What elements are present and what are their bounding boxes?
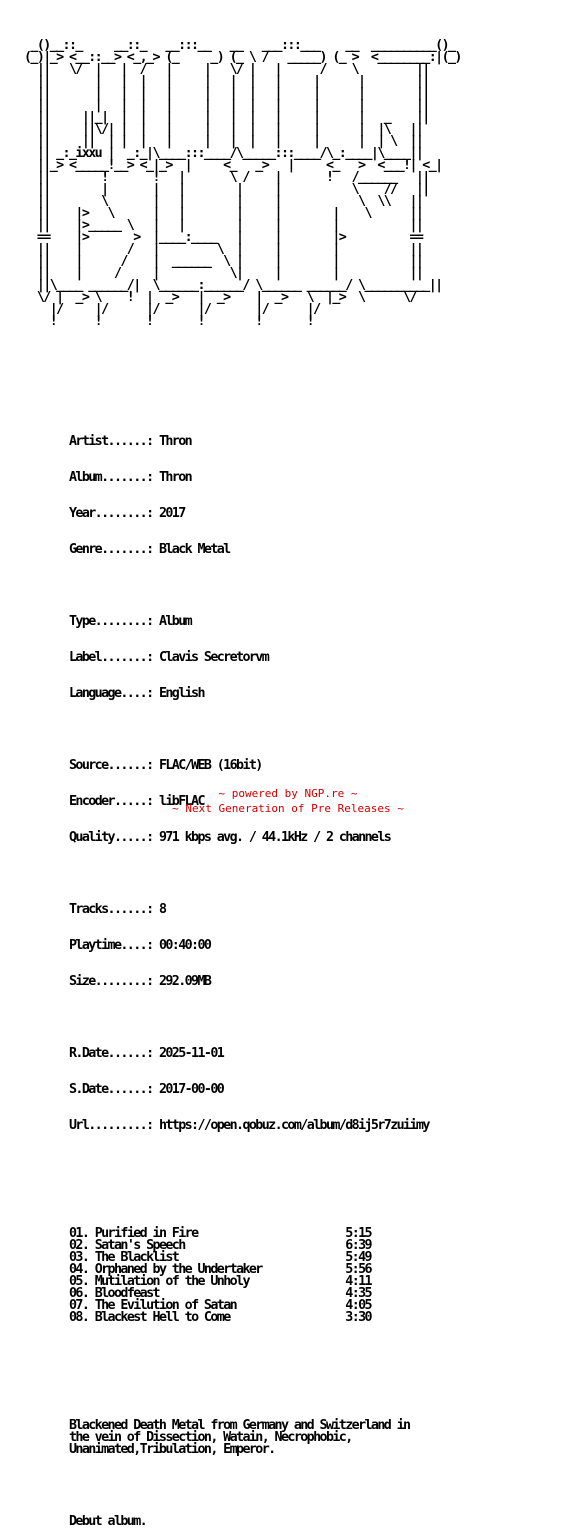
- ascii-art-line: || | / | ______ \ | | | ||: [24, 254, 424, 269]
- description-line: Unanimated,Tribulation, Emperor.: [68, 1442, 276, 1457]
- ascii-art-line: (_)|_> <__::__> <_,_> (_ _) (_ \ / _____…: [24, 50, 462, 65]
- nfo-document: _()__::_ __::_ __:::__ __ ___:::___ __ _…: [24, 16, 462, 1540]
- ascii-art-line: || _:_ixxu | _:_|\____:::____/\_____:::_…: [24, 146, 424, 161]
- tracks-value: 8: [158, 902, 167, 917]
- artist-value: Thron: [158, 434, 193, 449]
- size-value: 292.09MB: [158, 974, 212, 989]
- track-row: 05. Mutilation of the Unholy 4:11: [24, 1275, 461, 1288]
- info-row-release-date: R.Date......: 2025-11-01: [68, 1046, 225, 1061]
- label-value: Clavis Secretorvm: [158, 650, 270, 665]
- ascii-art-line: || | | | | | | | | | | ||: [24, 86, 430, 101]
- ascii-art-line: || | / | \| | | ||: [24, 266, 424, 281]
- info-row-tracks: Tracks......: 8: [68, 902, 167, 917]
- ascii-art-line: == |> > |____:____ | | |> ==: [24, 230, 424, 245]
- ascii-art-line: || | | | | | \ // ||: [24, 182, 430, 197]
- playtime-value: 00:40:00: [158, 938, 212, 953]
- ascii-art-line: || \ | | | | \ \\ ||: [24, 194, 424, 209]
- quality-value: 971 kbps avg. / 44.1kHz / 2 channels: [158, 830, 392, 845]
- footer-tagline: ~ Next Generation of Pre Releases ~: [172, 802, 404, 815]
- ascii-art-line: || || | | | | | | | | | | | \ ||: [24, 134, 424, 149]
- year-value: 2017: [158, 506, 186, 521]
- info-row-street-date: S.Date......: 2017-00-00: [68, 1082, 225, 1097]
- ascii-art-line: || | | | | | | | | | | ||: [24, 98, 430, 113]
- track-row: 01. Purified in Fire 5:15: [24, 1227, 461, 1240]
- ascii-art-line: || | | | | | | | | | | ||: [24, 74, 430, 89]
- track-row: 06. Bloodfeast 4:35: [24, 1287, 461, 1300]
- info-row-type: Type........: Album: [68, 614, 193, 629]
- track-row: 08. Blackest Hell to Come 3:30: [24, 1310, 461, 1325]
- info-row-size: Size........: 292.09MB: [68, 974, 212, 989]
- ascii-logo: _()__::_ __::_ __:::__ __ ___:::___ __ _…: [24, 38, 462, 329]
- url-value: https://open.qobuz.com/album/d8ij5r7zuii…: [158, 1118, 430, 1133]
- ascii-art-line: || |>_____ \ | | | | | ||: [24, 218, 424, 233]
- source-value: FLAC/WEB (16bit): [158, 758, 263, 773]
- album-value: Thron: [158, 470, 193, 485]
- ascii-art-line: || ||_| | | | | | | | | | _ ||: [24, 110, 430, 125]
- info-row-year: Year........: 2017: [68, 506, 186, 521]
- info-row-genre: Genre.......: Black Metal: [68, 542, 231, 557]
- ascii-art-line: ||\____ ______/| \______:______/ \______…: [24, 278, 443, 293]
- track-number: 08.: [68, 1310, 90, 1325]
- ascii-art-line: ! ! ! ! ! !: [24, 314, 315, 329]
- tracklist: 01. Purified in Fire 5:15 02. Satan's Sp…: [24, 1227, 461, 1325]
- language-value: English: [158, 686, 206, 701]
- ascii-art-line: || ! ! | \ / | ! /______ ||: [24, 170, 430, 185]
- info-row-url: Url.........: https://open.qobuz.com/alb…: [68, 1118, 430, 1133]
- info-row-language: Language....: English: [68, 686, 206, 701]
- track-duration: 3:30: [345, 1310, 372, 1325]
- track-row: 07. The Evilution of Satan 4:05: [24, 1299, 461, 1312]
- ascii-art-line: ||_> <_____!__> <_|_> | <_ _> | <_ > <__…: [24, 158, 443, 173]
- description: Blackened Death Metal from Germany and S…: [24, 1419, 461, 1457]
- ascii-art-line: || ||\/| | | | | | | | | | |\ ||: [24, 122, 424, 137]
- type-value: Album: [158, 614, 193, 629]
- info-row-album: Album.......: Thron: [68, 470, 193, 485]
- ascii-art-line: \/ | _> \ ! | _> | _> | _> \ |_> \ \/: [24, 290, 418, 305]
- ascii-art-line: |/ |/ |/ |/ |/ |/: [24, 302, 321, 317]
- footer-powered: ~ powered by NGP.re ~: [218, 787, 358, 800]
- ascii-art-line: _()__::_ __::_ __:::__ __ ___:::___ __ _…: [24, 38, 456, 53]
- info-row-label: Label.......: Clavis Secretorvm: [68, 650, 270, 665]
- genre-value: Black Metal: [158, 542, 231, 557]
- info-row-quality: Quality.....: 971 kbps avg. / 44.1kHz / …: [68, 830, 392, 845]
- info-row-artist: Artist......: Thron: [68, 434, 193, 449]
- encoder-value: libFLAC: [158, 794, 206, 809]
- street-date-value: 2017-00-00: [158, 1082, 225, 1097]
- ascii-art-line: || \/ | | / | | \/ | | / \ ||: [24, 62, 430, 77]
- info-row-encoder: Encoder.....: libFLAC: [68, 794, 206, 809]
- ascii-art-line: || |> \ | | | | | \ ||: [24, 206, 424, 221]
- note: Debut album.: [68, 1514, 148, 1529]
- track-title: Blackest Hell to Come: [94, 1310, 232, 1325]
- release-date-value: 2025-11-01: [158, 1046, 225, 1061]
- info-row-playtime: Playtime....: 00:40:00: [68, 938, 212, 953]
- track-row: 02. Satan's Speech 6:39: [24, 1239, 461, 1252]
- info-row-source: Source......: FLAC/WEB (16bit): [68, 758, 263, 773]
- ascii-art-line: || | / | \ | | | ||: [24, 242, 424, 257]
